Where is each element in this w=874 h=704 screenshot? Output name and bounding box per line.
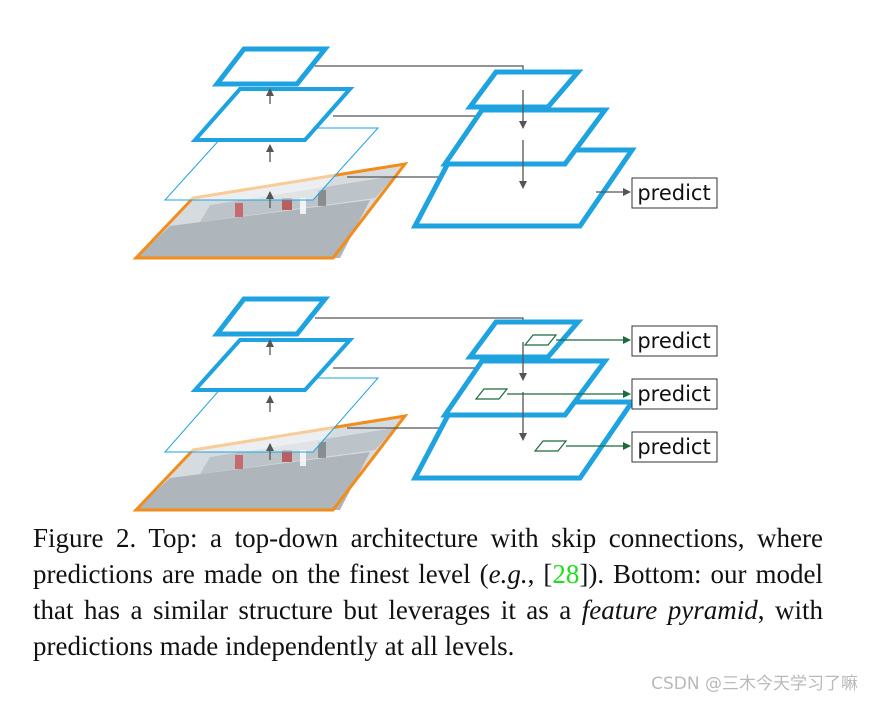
pyramid-level-2 xyxy=(440,358,610,418)
figure-caption: Figure 2. Top: a top-down architecture w… xyxy=(33,520,823,664)
predict-box xyxy=(631,177,718,209)
caption-mid: ]). Bottom: our model that has a similar… xyxy=(33,559,823,625)
caption-eg: e.g. xyxy=(488,559,528,589)
predict-label-3: predict xyxy=(637,435,710,459)
predict-label-2: predict xyxy=(637,382,710,406)
predict-box-2 xyxy=(631,378,718,410)
caption-prefix: Figure 2. Top: a top-down architecture w… xyxy=(33,523,823,589)
caption-suffix: , with predictions made independently at… xyxy=(33,595,823,661)
input-image xyxy=(132,413,409,512)
caption-comma: , [ xyxy=(527,559,553,589)
watermark: CSDN @三木今天学习了嘛 xyxy=(651,674,858,694)
bottom-up-level-2 xyxy=(190,338,355,392)
fpn-architecture-figure: predict xyxy=(132,46,718,512)
citation-link[interactable]: 28 xyxy=(552,559,580,589)
prediction-arrows xyxy=(507,336,631,450)
top-down-level-2 xyxy=(440,107,610,167)
caption-feature-pyramid: feature pyramid xyxy=(581,595,758,625)
pyramid-level-3 xyxy=(465,319,584,360)
bottom-up-level-3 xyxy=(211,46,331,87)
top-down-level-3 xyxy=(465,69,584,110)
prediction-windows xyxy=(474,334,568,452)
bottom-up-level-2 xyxy=(190,87,355,142)
predict-box-3 xyxy=(631,431,718,463)
bottom-up-level-1 xyxy=(163,377,380,453)
predict-label-1: predict xyxy=(637,329,710,353)
bottom-up-level-3 xyxy=(211,296,331,337)
predict-label: predict xyxy=(637,181,710,205)
bottom-diagram: predict predict predict xyxy=(132,296,718,512)
top-diagram: predict xyxy=(132,46,718,260)
bottom-up-level-1 xyxy=(163,127,380,201)
predict-box-1 xyxy=(631,325,718,357)
